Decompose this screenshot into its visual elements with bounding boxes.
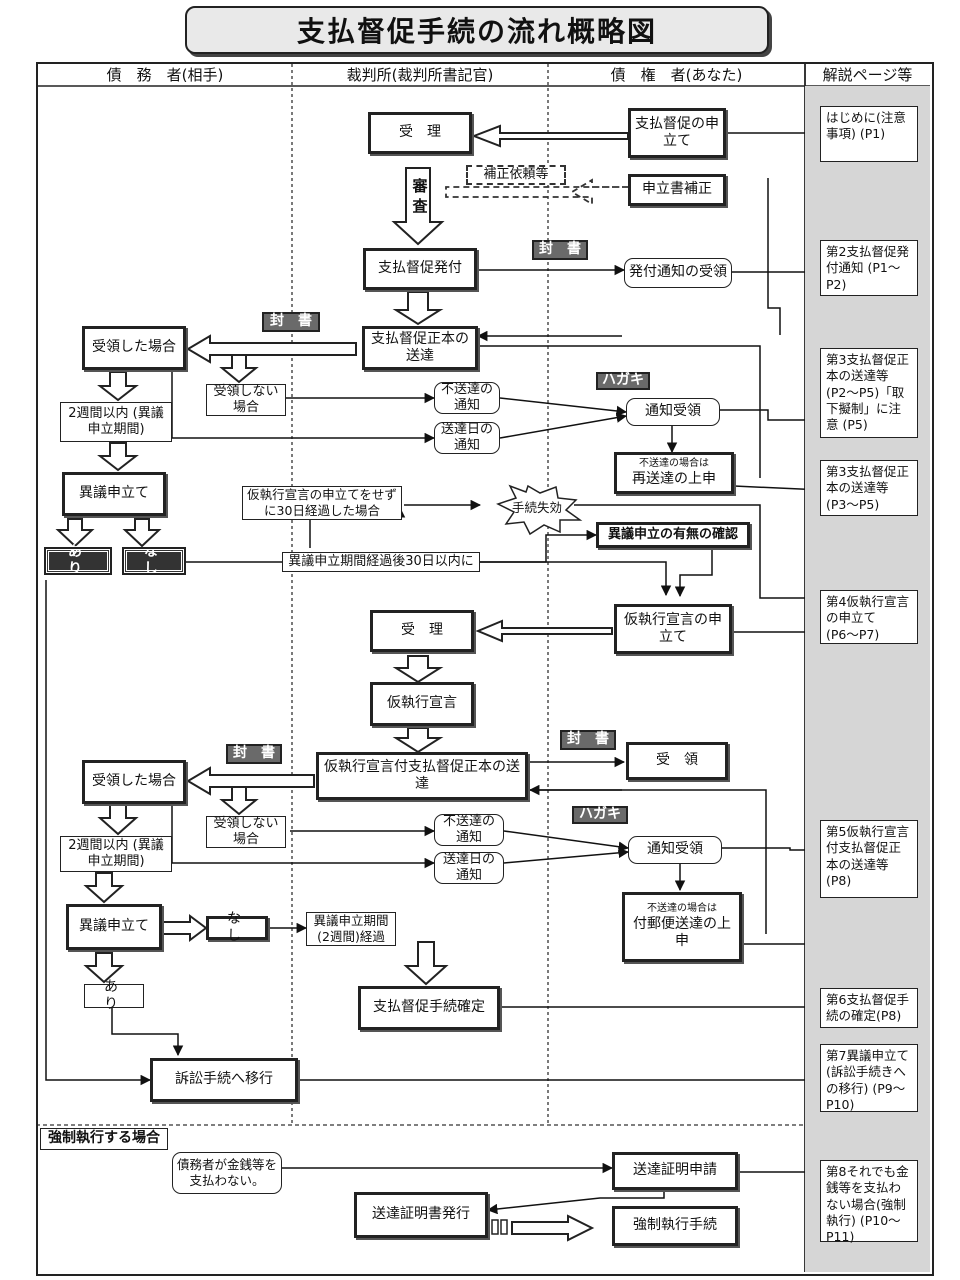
node-kari-sou: 仮執行宣言付支払督促正本の送達 — [316, 752, 528, 800]
node-debtor-no-pay: 債務者が金銭等を支払わない。 — [172, 1152, 282, 1194]
node-nashi2: な し — [206, 911, 268, 944]
node-ari1: あ り — [44, 544, 112, 577]
node-shinsa: 審査 — [412, 177, 428, 216]
node-app: 支払督促の申立て — [628, 108, 726, 158]
tag-hagaki2: ハガキ — [572, 806, 628, 824]
node-kari-app: 仮執行宣言の申立て — [614, 604, 732, 654]
node-juryo1: 受領した場合 — [82, 326, 186, 370]
node-igi1: 異議申立て — [62, 472, 166, 516]
node-nashi1: な し — [122, 544, 186, 577]
node-soutatsubi2: 送達日の通知 — [434, 852, 504, 884]
saisou-main: 再送達の上申 — [632, 470, 716, 487]
node-tsuchi1: 通知受領 — [626, 398, 720, 426]
tag-futo3: 封 書 — [226, 744, 282, 764]
shikkou-burst — [496, 484, 583, 536]
node-soutatsu-shomei: 送達証明書発行 — [354, 1192, 488, 1238]
node-soutatsu-shomei-app: 送達証明申請 — [612, 1152, 738, 1190]
node-hakko: 支払督促発付 — [363, 248, 477, 290]
col-court: 裁判所(裁判所書記官) — [346, 65, 494, 84]
node-kakutei: 支払督促手続確定 — [358, 986, 500, 1030]
diagram-frame — [36, 62, 934, 1276]
node-soutatsu: 支払督促正本の送達 — [362, 326, 478, 370]
node-juryo-cred: 受 領 — [626, 742, 728, 780]
fubin-small: 不送達の場合は — [647, 903, 717, 915]
saisou-small: 不送達の場合は — [639, 458, 709, 469]
note-3: 第3支払督促正本の送達等 (P2〜P5)「取下擬制」に注意 (P5) — [820, 348, 918, 438]
note-8: 第7異議申立て (訴訟手続きへの移行) (P9〜P10) — [820, 1044, 918, 1112]
node-ari2: あ り — [84, 979, 144, 1012]
tag-futo1: 封 書 — [532, 240, 588, 260]
node-kari: 仮執行宣言 — [370, 682, 474, 726]
note-2: 第2支払督促発付通知 (P1〜P2) — [820, 240, 918, 296]
node-umu: 異議申立の有無の確認 — [596, 522, 750, 548]
note-1: はじめに(注意事項) (P1) — [820, 106, 918, 162]
node-juri1: 受 理 — [368, 112, 472, 154]
note-4: 第3支払督促正本の送達等 (P3〜P5) — [820, 460, 918, 516]
tag-futo2: 封 書 — [262, 312, 320, 332]
node-igi2: 異議申立て — [66, 904, 162, 950]
col-creditor: 債 権 者(あなた) — [610, 65, 743, 84]
tag-futo4: 封 書 — [560, 730, 616, 750]
node-not-juryo2: 受領しない場合 — [206, 816, 286, 848]
node-saisou: 不送達の場合は 再送達の上申 — [614, 452, 734, 494]
node-kyosei: 強制執行手続 — [612, 1206, 738, 1246]
node-sosho: 訴訟手続へ移行 — [150, 1058, 298, 1102]
col-debtor: 債 務 者(相手) — [106, 65, 224, 84]
note-6: 第5仮執行宣言付支払督促正本の送達等 (P8) — [820, 820, 918, 898]
note-9: 第8それでも金銭等を支払わない場合(強制執行) (P10〜P11) — [820, 1160, 918, 1244]
tag-hagaki1: ハガキ — [596, 372, 650, 390]
node-hosei-req: 補正依頼等 — [466, 165, 566, 185]
section-kyosei: 強制執行する場合 — [40, 1128, 168, 1150]
node-not-juryo1: 受領しない場合 — [206, 384, 286, 416]
node-hakko-recv: 発付通知の受領 — [624, 258, 732, 288]
node-twoweek2: 2週間以内 (異議申立期間) — [60, 836, 172, 872]
fubin-main: 付郵便送達の上申 — [633, 915, 731, 950]
node-soutatsubi1: 送達日の通知 — [434, 422, 500, 454]
node-tsuchi2: 通知受領 — [628, 836, 722, 864]
node-within30: 異議申立期間経過後30日以内に — [282, 552, 480, 572]
node-twoweek1: 2週間以内 (異議申立期間) — [60, 402, 172, 442]
note-7: 第6支払督促手続の確定(P8) — [820, 988, 918, 1028]
node-shikkou: 手続失効 — [512, 500, 563, 515]
node-kikan: 異議申立期間 (2週間)経過 — [306, 912, 396, 946]
node-juri2: 受 理 — [370, 610, 474, 652]
node-kari-no: 仮執行宣言の申立てをせずに30日経過した場合 — [242, 486, 402, 520]
col-pages: 解説ページ等 — [822, 65, 913, 84]
node-hosei: 申立書補正 — [628, 174, 726, 206]
node-fusoutatsu2: 不送達の通知 — [434, 814, 504, 846]
note-5: 第4仮執行宣言の申立て (P6〜P7) — [820, 590, 918, 644]
node-juryo2: 受領した場合 — [82, 760, 186, 804]
node-fubin: 不送達の場合は 付郵便送達の上申 — [622, 892, 742, 962]
page-title: 支払督促手続の流れ概略図 — [185, 6, 769, 54]
node-fusoutatsu1: 不送達の通知 — [434, 382, 500, 414]
